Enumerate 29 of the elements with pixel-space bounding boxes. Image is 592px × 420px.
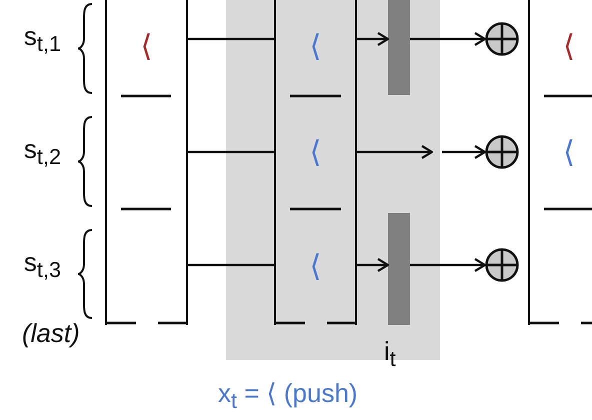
chevron-symbol: ⟨ xyxy=(563,138,575,168)
stack-slot xyxy=(274,0,357,96)
gate-bar xyxy=(388,0,410,95)
arrow xyxy=(410,32,486,46)
chevron-symbol: ⟨ xyxy=(310,32,322,62)
stack-element-label: s$_{t,3}$ xyxy=(24,247,61,284)
arrow xyxy=(357,144,434,160)
arrow xyxy=(357,32,390,46)
chevron-symbol: ⟨ xyxy=(563,32,575,62)
connector-line xyxy=(188,150,274,154)
gate-bar xyxy=(388,213,410,325)
chevron-symbol: ⟨ xyxy=(310,138,322,168)
connector-line xyxy=(188,38,274,40)
arrow xyxy=(442,144,486,160)
stack-slot xyxy=(274,209,357,324)
plus-circle-icon xyxy=(485,135,519,169)
arrow xyxy=(410,258,486,272)
gate-label: i$_{t}$ xyxy=(384,336,396,372)
chevron-symbol: ⟨ xyxy=(140,32,152,62)
stack-slot xyxy=(274,96,357,209)
arrow xyxy=(357,258,390,272)
stack-element-label: s$_{t,1}$ xyxy=(24,21,61,58)
chevron-symbol: ⟨ xyxy=(310,252,322,282)
stack-bottom-note: (last) xyxy=(22,318,80,349)
stack-element-label: s$_{t,2}$ xyxy=(24,134,61,170)
plus-circle-icon xyxy=(485,22,519,56)
connector-line xyxy=(188,264,274,266)
plus-circle-icon xyxy=(485,248,519,282)
input-caption: x$_{t}$ = ⟨ (push) xyxy=(218,378,358,414)
